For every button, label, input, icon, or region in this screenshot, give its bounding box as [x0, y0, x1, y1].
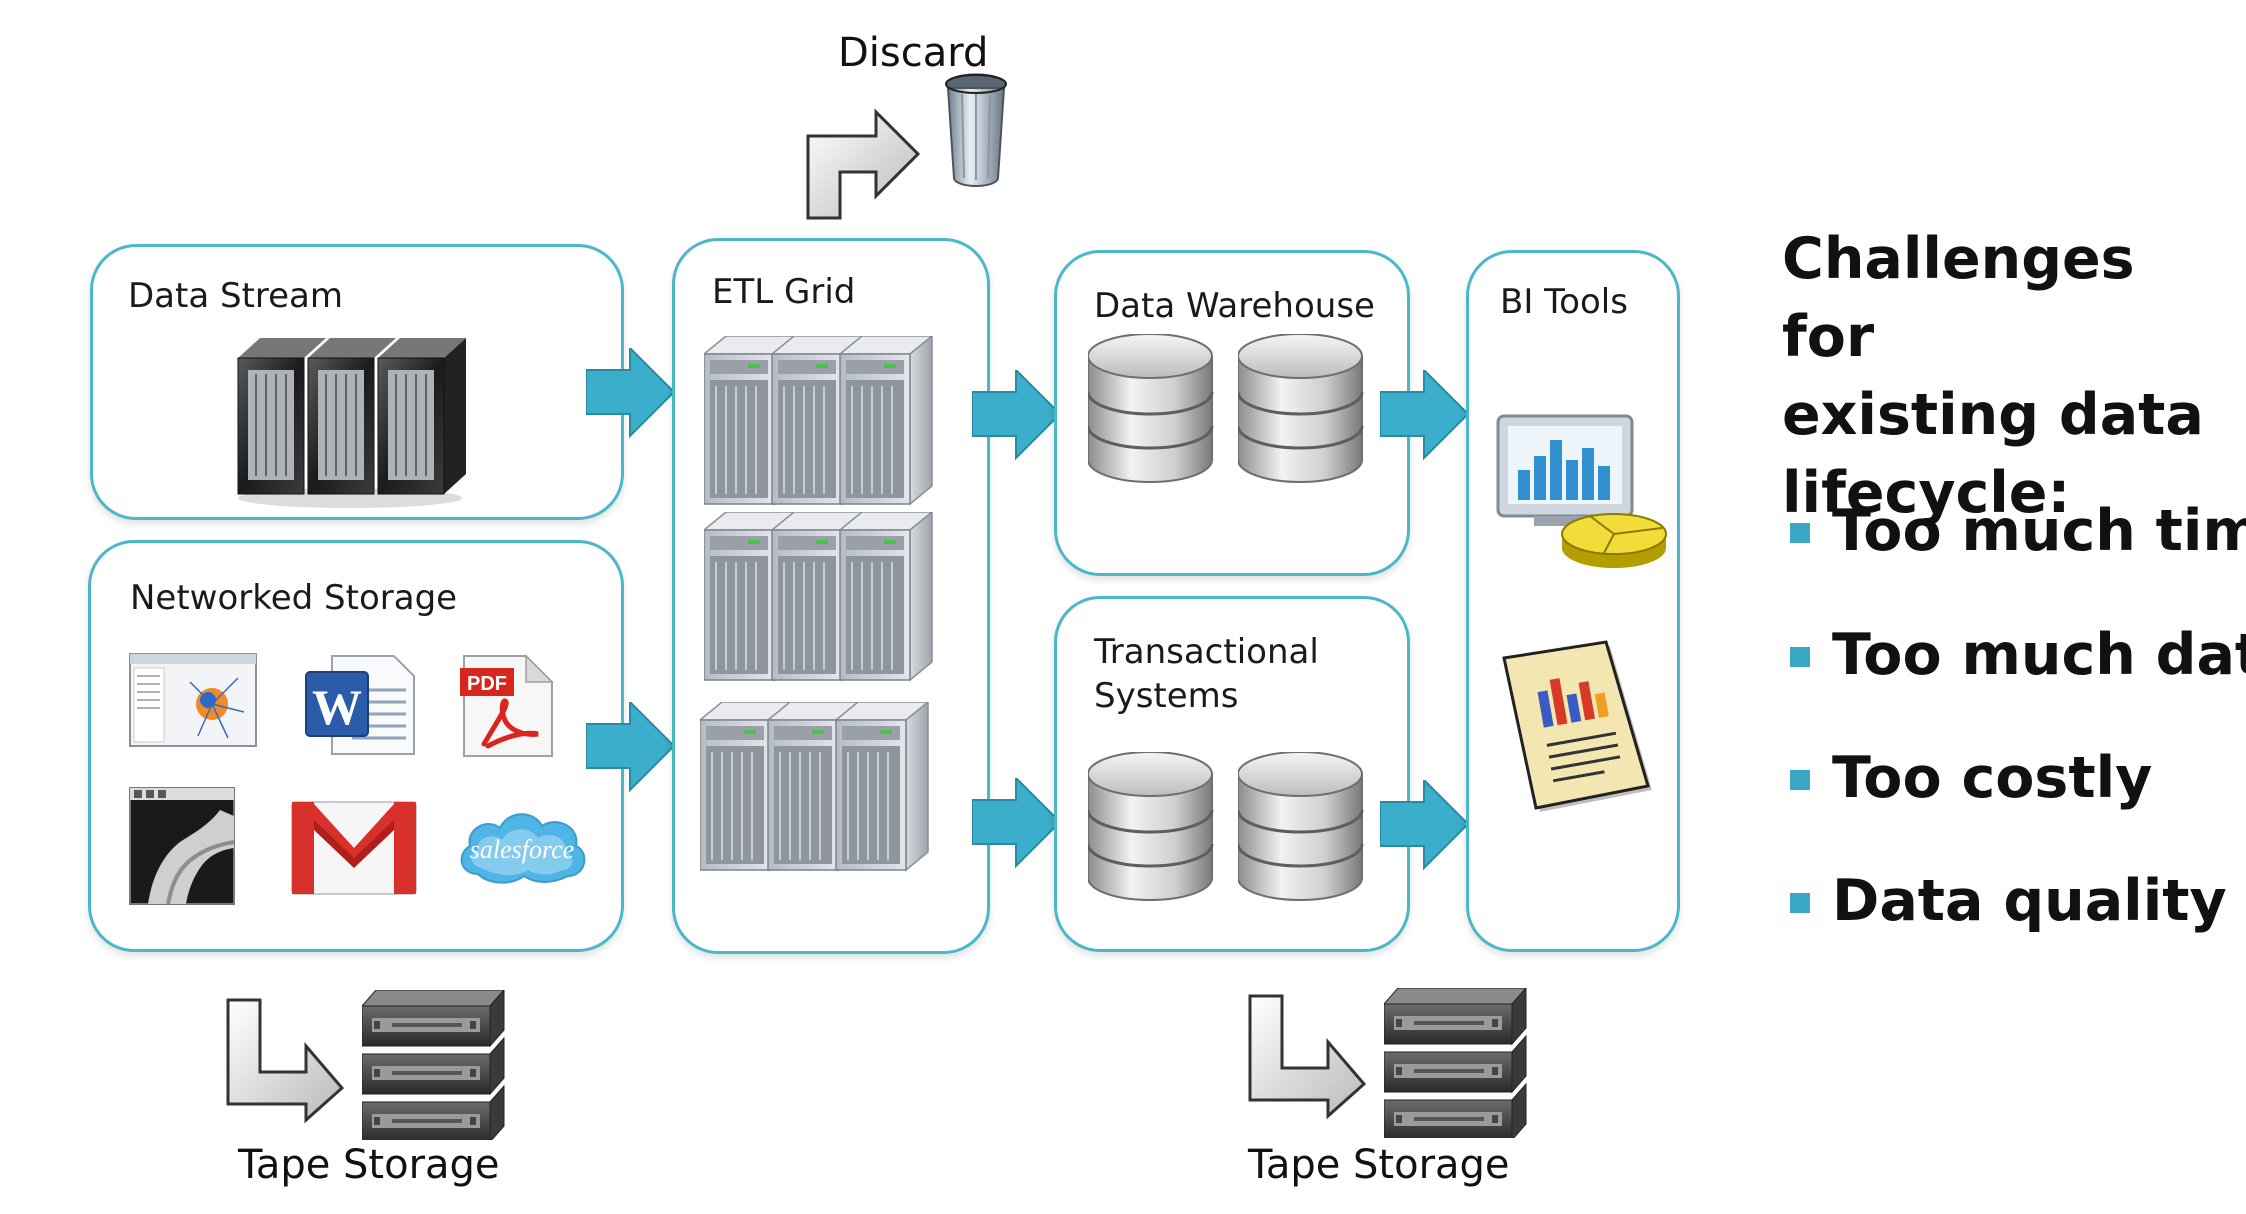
tape-storage-icon — [362, 990, 505, 1140]
app-screenshot-icon — [129, 653, 257, 747]
tape-storage-label: Tape Storage — [238, 1142, 500, 1188]
tape-arrow-icon — [1248, 994, 1367, 1120]
server-rack-icon — [704, 512, 933, 681]
discard-label: Discard — [838, 30, 989, 76]
database-icon — [1088, 334, 1214, 484]
tape-storage-label: Tape Storage — [1248, 1142, 1510, 1188]
svg-text:salesforce: salesforce — [470, 835, 574, 864]
database-icon — [1238, 334, 1364, 484]
database-icon — [1238, 752, 1364, 902]
gmail-icon — [291, 801, 417, 895]
etl-grid-title: ETL Grid — [712, 272, 856, 312]
server-rack-icon — [704, 336, 933, 505]
bullet-icon — [1790, 893, 1810, 913]
report-document-icon — [1502, 640, 1652, 812]
svg-text:PDF: PDF — [467, 673, 507, 695]
svg-text:W: W — [312, 679, 362, 735]
challenge-item: Data quality — [1832, 868, 2227, 934]
bullet-icon — [1790, 647, 1810, 667]
data-warehouse-title: Data Warehouse — [1094, 286, 1375, 326]
flow-arrow-icon — [586, 702, 675, 791]
networked-storage-title: Networked Storage — [130, 578, 458, 618]
transactional-systems-title: Transactional Systems — [1094, 632, 1319, 717]
xray-image-icon — [129, 787, 235, 905]
flow-arrow-icon — [1380, 370, 1469, 459]
salesforce-cloud-icon: salesforce — [460, 813, 586, 884]
data-stream-title: Data Stream — [128, 276, 344, 316]
analytics-dashboard-icon — [1496, 414, 1667, 568]
flow-arrow-icon — [586, 348, 675, 437]
challenge-item: Too costly — [1832, 745, 2153, 811]
server-rack-icon — [700, 702, 929, 871]
trash-can-icon — [945, 73, 1007, 187]
word-document-icon: W — [305, 655, 415, 755]
challenge-item: Too much data — [1832, 622, 2246, 688]
challenges-title: Challenges for existing data lifecycle: — [1782, 226, 2204, 526]
bullet-icon — [1790, 523, 1810, 543]
tape-storage-icon — [1384, 988, 1527, 1138]
bullet-icon — [1790, 770, 1810, 790]
tape-arrow-icon — [226, 998, 345, 1124]
discard-arrow-icon — [806, 108, 921, 220]
pdf-document-icon: PDF — [460, 654, 554, 757]
bi-tools-box — [1466, 250, 1680, 952]
database-icon — [1088, 752, 1214, 902]
flow-arrow-icon — [1380, 780, 1469, 869]
black-server-cluster-icon — [237, 338, 466, 508]
bi-tools-title: BI Tools — [1500, 282, 1628, 322]
challenge-item: Too much time — [1832, 498, 2246, 564]
